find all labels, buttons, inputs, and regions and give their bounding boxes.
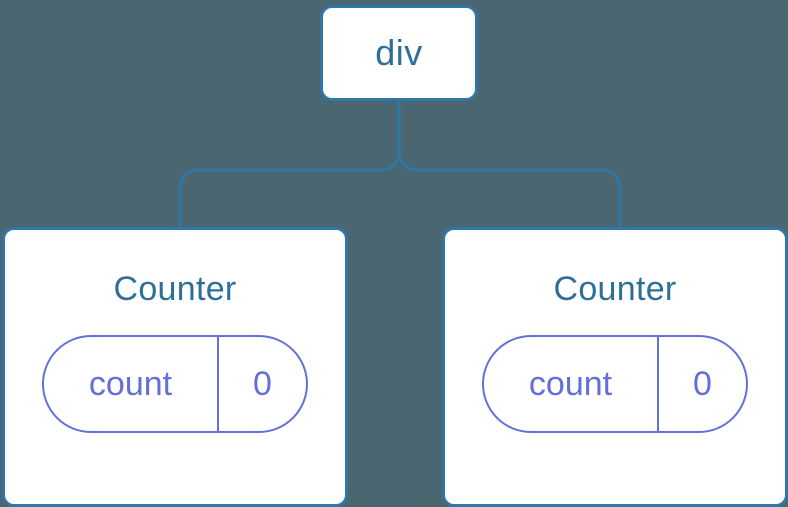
node-counter-right-label: Counter xyxy=(553,270,677,308)
state-pill-left-key: count xyxy=(44,337,219,431)
node-div[interactable]: div xyxy=(320,5,478,101)
connector-lines xyxy=(178,100,622,227)
connector-branch-right xyxy=(397,149,622,227)
state-pill-right-value: 0 xyxy=(693,365,712,403)
diagram-canvas: div Counter count 0 Counter count 0 xyxy=(2,5,788,507)
node-counter-left[interactable]: Counter count 0 xyxy=(2,227,348,507)
connector-branch-left xyxy=(178,149,401,227)
node-counter-right[interactable]: Counter count 0 xyxy=(442,227,788,507)
node-counter-left-label: Counter xyxy=(113,270,237,308)
state-pill-left[interactable]: count 0 xyxy=(42,335,308,433)
state-pill-right-key: count xyxy=(484,337,659,431)
state-pill-left-value: 0 xyxy=(253,365,272,403)
node-div-label: div xyxy=(375,32,423,73)
state-pill-right[interactable]: count 0 xyxy=(482,335,748,433)
